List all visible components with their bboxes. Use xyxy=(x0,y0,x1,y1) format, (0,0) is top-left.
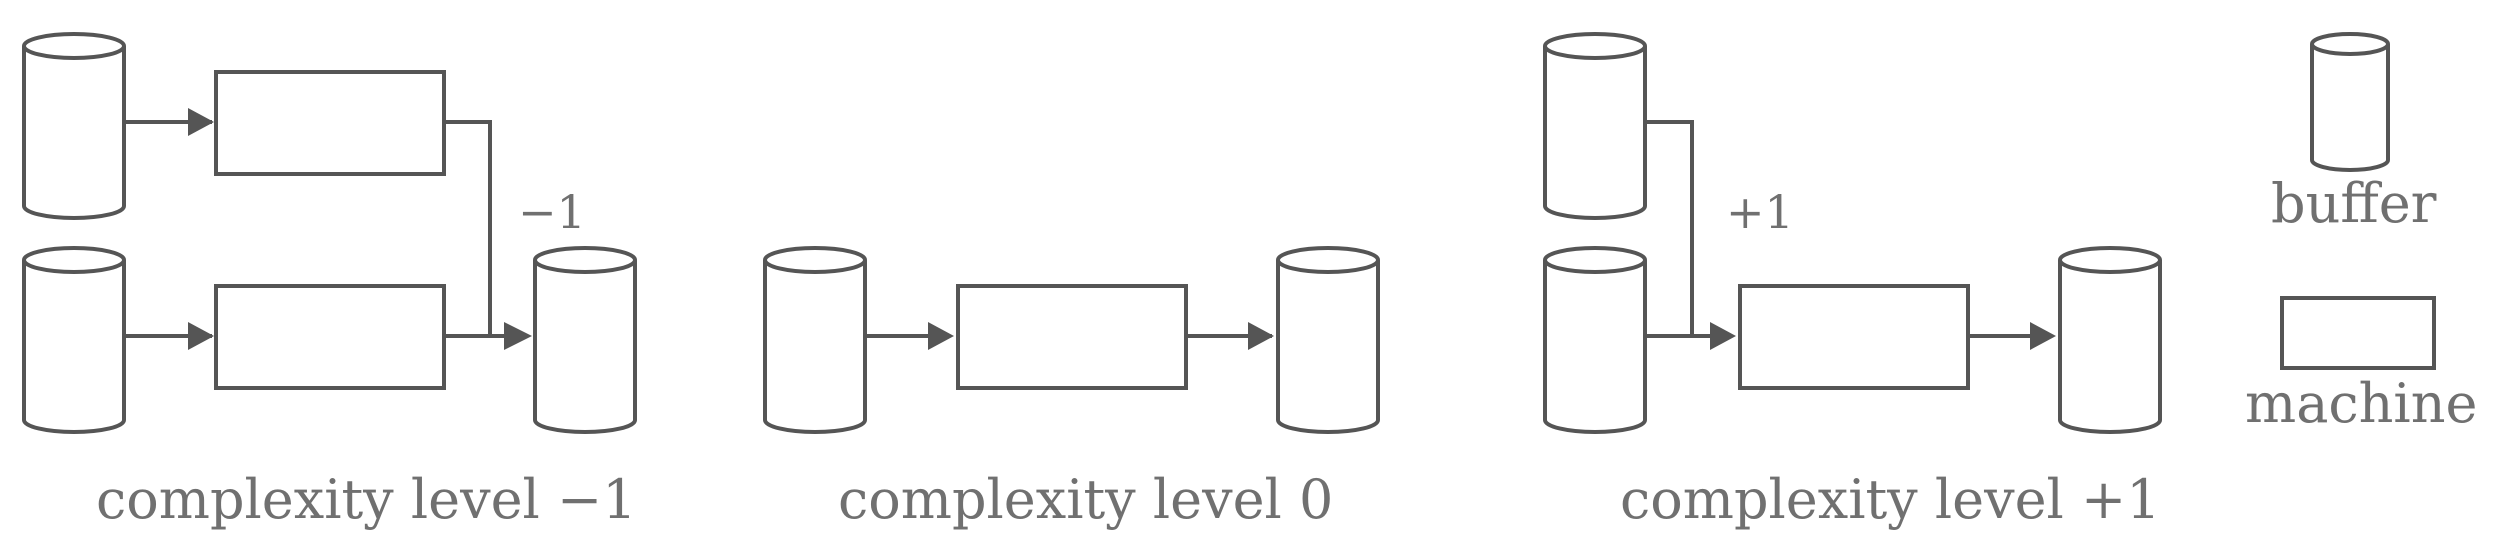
buffer-icon xyxy=(2058,246,2162,434)
buffer-icon xyxy=(22,32,126,220)
arrowhead-icon xyxy=(188,108,214,136)
machine-box xyxy=(1738,284,1970,390)
group-level-plus: +1 complexity level +1 xyxy=(1543,32,2162,531)
arrowhead-icon xyxy=(1248,322,1274,350)
group-level-minus: −1 complexity level −1 xyxy=(22,32,637,531)
buffer-icon xyxy=(1543,32,1647,220)
buffer-icon xyxy=(533,246,637,434)
legend: buffer machine xyxy=(2245,32,2477,435)
caption-level-zero: complexity level 0 xyxy=(838,468,1333,531)
buffer-icon xyxy=(22,246,126,434)
arrowhead-icon xyxy=(188,322,214,350)
split-line xyxy=(1645,120,1694,336)
split-tag: +1 xyxy=(1726,185,1794,239)
machine-box xyxy=(214,284,446,390)
group-level-zero: complexity level 0 xyxy=(763,246,1380,531)
buffer-icon xyxy=(1543,246,1647,434)
arrowhead-icon xyxy=(1710,322,1736,350)
legend-buffer-label: buffer xyxy=(2271,172,2437,235)
buffer-icon xyxy=(763,246,867,434)
arrowhead-icon xyxy=(2030,322,2056,350)
buffer-icon xyxy=(1276,246,1380,434)
machine-box xyxy=(214,70,446,176)
legend-machine-label: machine xyxy=(2245,372,2477,435)
caption-level-plus: complexity level +1 xyxy=(1620,468,2161,531)
arrowhead-icon xyxy=(504,322,532,350)
machine-box xyxy=(956,284,1188,390)
arrowhead-icon xyxy=(928,322,954,350)
merge-tag: −1 xyxy=(518,185,586,239)
buffer-icon xyxy=(2310,32,2390,172)
caption-level-minus: complexity level −1 xyxy=(96,468,637,531)
merge-line xyxy=(444,120,492,336)
machine-box xyxy=(2280,296,2436,370)
